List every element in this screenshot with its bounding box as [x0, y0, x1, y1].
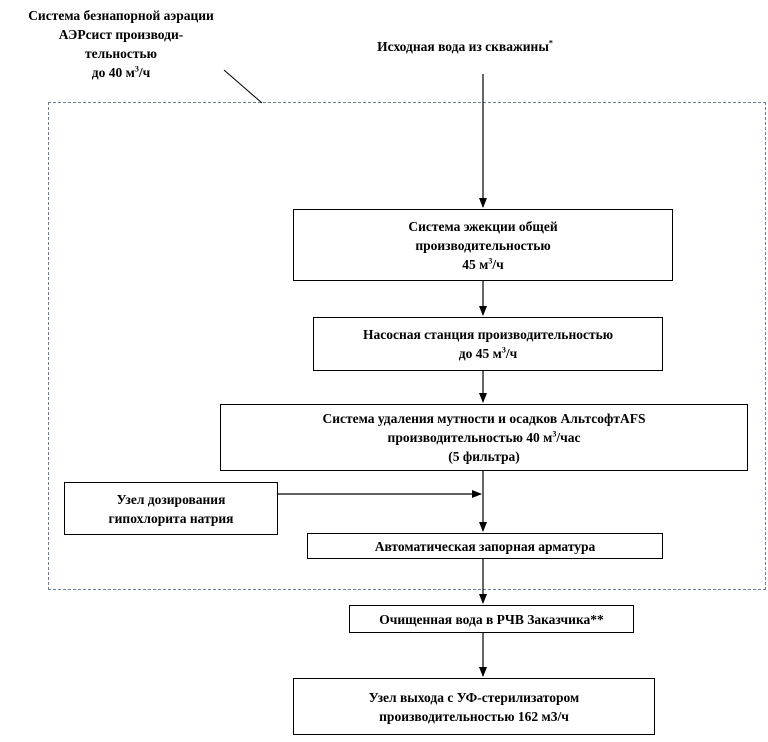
uv-sterilizer-box: Узел выхода с УФ-стерилизатором производ…: [293, 678, 655, 735]
aeration-label-line1: Система безнапорной аэрации: [28, 8, 214, 23]
aeration-label-line2: АЭРсист производи-: [58, 27, 184, 42]
turbidity-removal-box: Система удаления мутности и осадков Альт…: [220, 404, 748, 471]
aeration-label-line4: до 40 м3/ч: [91, 64, 151, 80]
aeration-label-line3: тельностью: [85, 46, 157, 61]
dosing-line1: Узел дозирования: [116, 491, 226, 507]
turbidity-line1: Система удаления мутности и осадков Альт…: [322, 411, 646, 426]
ejection-line3: 45 м3/ч: [462, 256, 504, 272]
aeration-system-label: Система безнапорной аэрации АЭРсист прои…: [0, 6, 242, 82]
dosing-unit-box: Узел дозирования гипохлорита натрия: [64, 482, 278, 535]
turbidity-line3: (5 фильтра): [448, 449, 520, 464]
ejection-line1: Система эжекции общей: [408, 218, 558, 234]
uv-line2: производительностью 162 м3/ч: [379, 708, 569, 724]
turbidity-line2: производительностью 40 м3/час: [387, 429, 581, 445]
pump-line2: до 45 м3/ч: [458, 345, 518, 361]
pump-station-box: Насосная станция производительностью до …: [313, 317, 663, 371]
aeration-system-boundary: [48, 102, 766, 590]
ejection-system-box: Система эжекции общей производительность…: [293, 209, 673, 281]
pump-line1: Насосная станция производительностью: [362, 327, 614, 342]
valves-label: Автоматическая запорная арматура: [374, 538, 596, 554]
uv-line1: Узел выхода с УФ-стерилизатором: [368, 689, 580, 705]
leader-line: [223, 69, 263, 104]
dosing-line2: гипохлорита натрия: [108, 510, 234, 526]
clean-water-box: Очищенная вода в РЧВ Заказчика**: [349, 605, 634, 633]
automatic-valves-box: Автоматическая запорная арматура: [307, 533, 663, 559]
clean-water-label: Очищенная вода в РЧВ Заказчика**: [379, 611, 604, 627]
source-water-label: Исходная вода из скважины*: [377, 38, 553, 54]
ejection-line2: производительностью: [415, 237, 551, 253]
